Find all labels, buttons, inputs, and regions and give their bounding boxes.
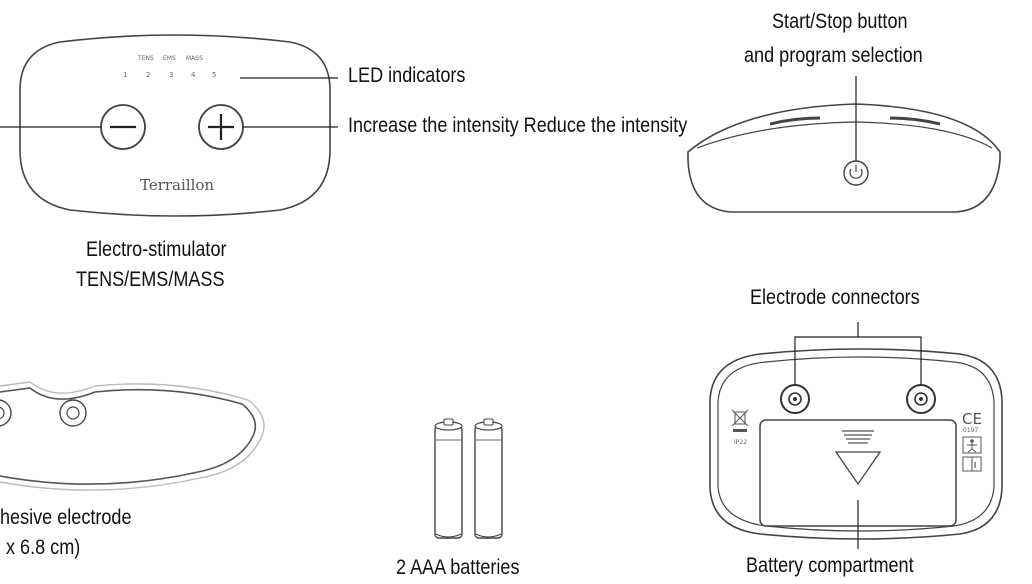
adhesive-electrode (0, 381, 265, 491)
device-side-view (687, 76, 1001, 213)
weee-bin-icon (731, 409, 749, 432)
batteries-caption: 2 AAA batteries (396, 556, 520, 579)
electrode-connector-left[interactable] (780, 384, 810, 414)
push-arrow-icon (834, 451, 882, 486)
notified-body-number: 0197 (963, 427, 978, 434)
led-number-4: 4 (191, 71, 196, 79)
ip-rating-marking: IP22 (734, 439, 747, 446)
callout-battery-compartment: Battery compartment (746, 554, 914, 577)
device-back-view: IP22 CE 0197 (709, 322, 1003, 549)
minus-button[interactable] (100, 104, 146, 150)
device-brand-logo: Terraillon (140, 176, 214, 194)
ce-mark: CE (962, 410, 982, 428)
electrode-pad-outer (0, 381, 265, 491)
electrode-snap-left (0, 399, 12, 427)
power-icon (849, 165, 863, 179)
callout-led-indicators: LED indicators (348, 64, 466, 87)
plus-button[interactable] (198, 104, 244, 150)
device-side-outline (687, 103, 1001, 213)
electrode-caption-line2: x 6.8 cm) (6, 536, 81, 559)
battery-2 (474, 418, 503, 539)
led-number-5: 5 (212, 71, 216, 79)
mode-label-tens: TENS (137, 55, 154, 62)
device-front-outline (19, 34, 331, 217)
mode-label-mass: MASS (186, 55, 203, 62)
led-number-2: 2 (146, 71, 150, 79)
read-manual-icon (962, 456, 982, 472)
aaa-batteries (434, 418, 503, 539)
electrode-pad-inner (0, 387, 257, 485)
device-side-button-ridge-2 (889, 116, 941, 126)
mode-label-ems: EMS (163, 55, 176, 62)
battery-compartment-cover[interactable] (759, 419, 957, 527)
electrode-snap-right (59, 399, 87, 427)
device-front-view: TENS EMS MASS 1 2 3 4 5 Terraillon (0, 34, 338, 217)
led-number-3: 3 (169, 71, 173, 79)
plus-icon (208, 114, 234, 140)
battery-1 (434, 418, 463, 539)
device-back-rim (717, 356, 995, 532)
callout-intensity-buttons: Increase the intensity Reduce the intens… (348, 114, 688, 137)
callout-start-stop-line1: Start/Stop button (772, 10, 908, 33)
callout-start-stop-line2: and program selection (744, 44, 923, 67)
led-number-1: 1 (123, 71, 127, 79)
electrode-connector-right[interactable] (906, 384, 936, 414)
power-button[interactable] (843, 160, 869, 186)
device-side-seam (696, 121, 993, 149)
callout-electrode-connectors: Electrode connectors (750, 286, 920, 309)
device-caption-line1: Electro-stimulator (86, 238, 227, 261)
electrode-caption-line1: hesive electrode (0, 506, 132, 529)
bf-applied-part-icon (962, 436, 982, 454)
device-caption-line2: TENS/EMS/MASS (76, 268, 225, 291)
device-side-button-ridge (769, 116, 821, 126)
